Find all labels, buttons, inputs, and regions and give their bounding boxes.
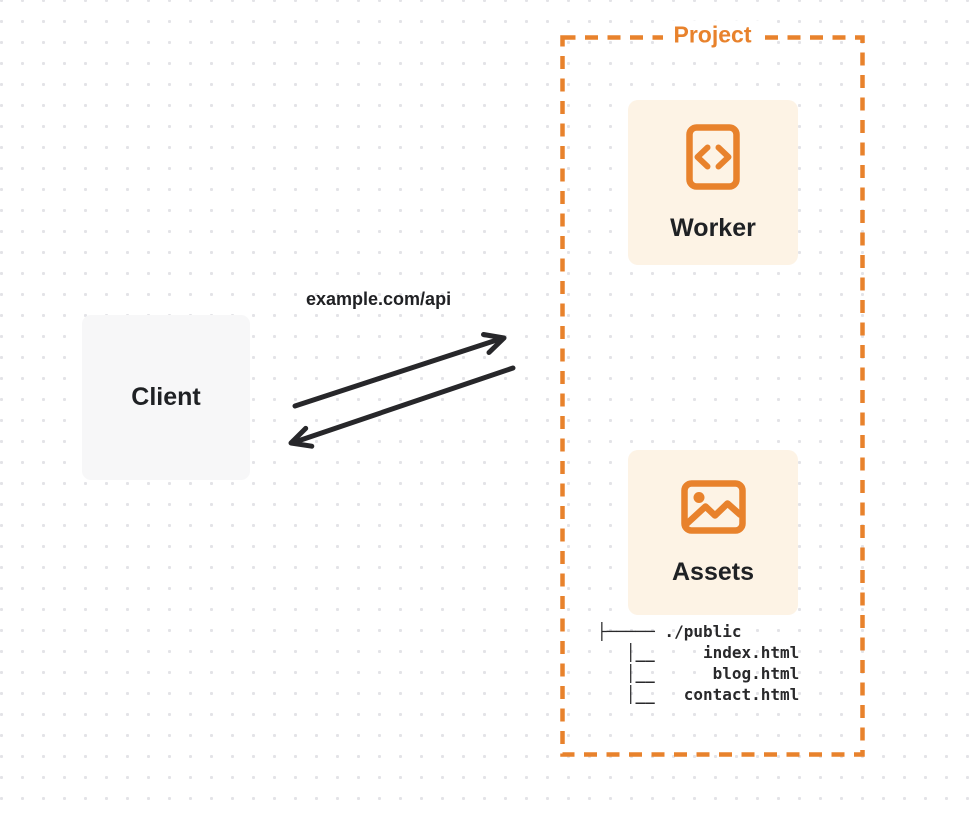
assets-node: Assets — [628, 450, 798, 615]
file-tree: ├───── ./public │__ index.html │__ blog.… — [597, 621, 799, 705]
response-arrowhead-icon — [288, 425, 315, 449]
response-arrow-shaft — [289, 365, 516, 446]
worker-node: Worker — [628, 100, 798, 265]
assets-label: Assets — [672, 558, 754, 586]
file-tree-item-contact: │__ contact.html — [597, 685, 800, 704]
file-tree-item-index: │__ index.html — [597, 643, 800, 662]
request-arrowhead-icon — [481, 332, 507, 355]
project-dashed-border — [560, 35, 865, 757]
file-tree-root: ├───── ./public — [597, 622, 742, 641]
client-label: Client — [131, 383, 201, 411]
request-url-label: example.com/api — [306, 289, 452, 309]
image-icon — [680, 480, 746, 534]
worker-label: Worker — [670, 214, 756, 242]
request-arrow-shaft — [292, 335, 506, 409]
client-node: Client — [82, 315, 250, 480]
code-file-icon — [686, 124, 740, 190]
file-tree-item-blog: │__ blog.html — [597, 664, 800, 683]
project-container: Project Worker Assets — [560, 20, 865, 757]
project-label: Project — [662, 20, 763, 50]
